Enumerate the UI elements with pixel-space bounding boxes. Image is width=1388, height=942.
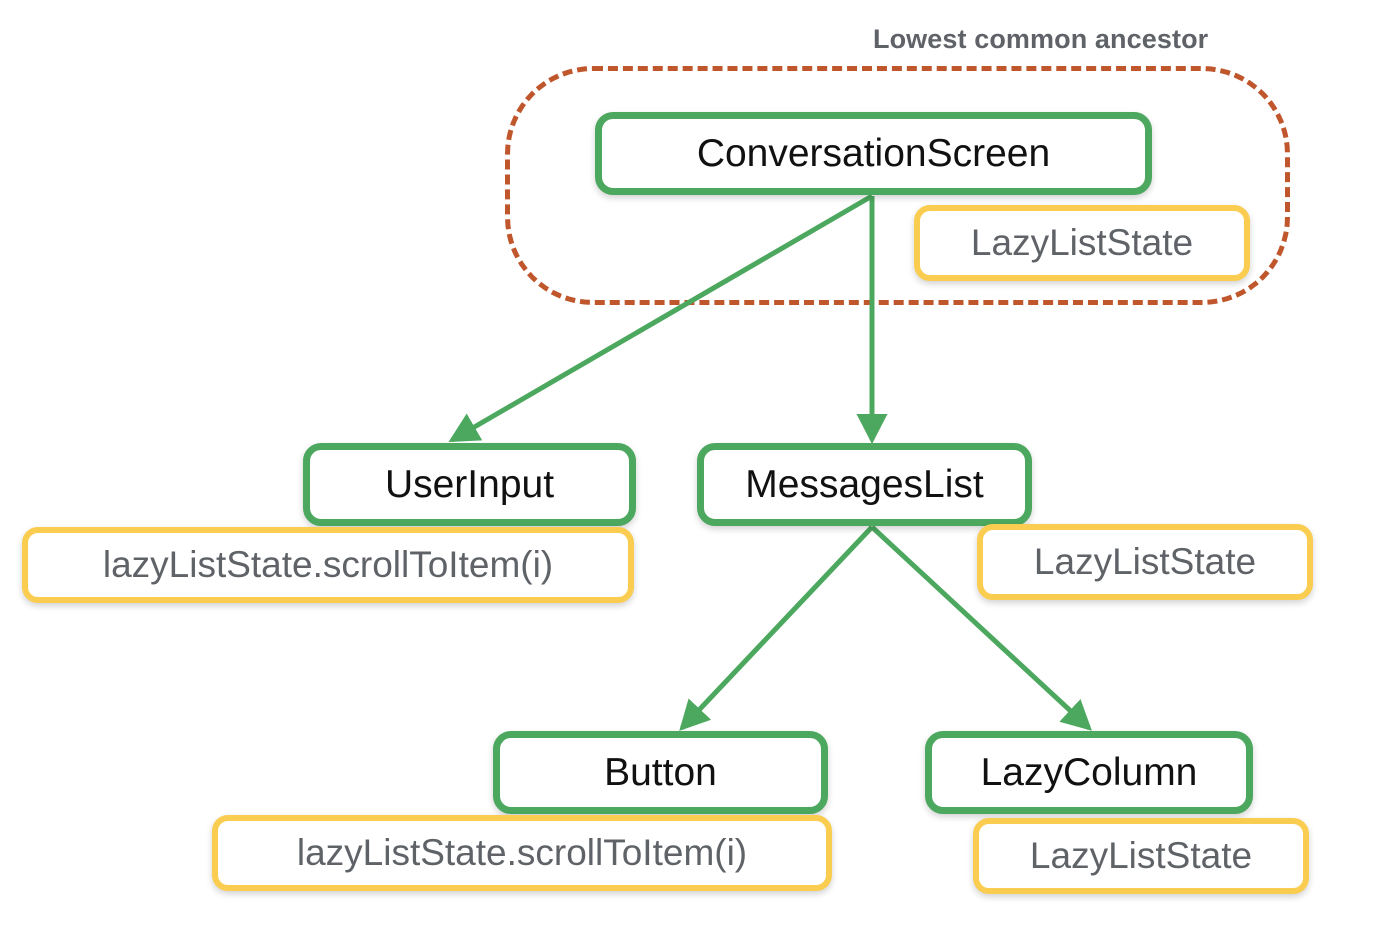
lowest-common-ancestor-region bbox=[505, 66, 1290, 305]
badge-lazy-column-state[interactable]: LazyListState bbox=[973, 818, 1309, 894]
node-lazy-column[interactable]: LazyColumn bbox=[925, 731, 1253, 814]
lowest-common-ancestor-label: Lowest common ancestor bbox=[873, 24, 1209, 54]
state-badge-label: lazyListState.scrollToItem(i) bbox=[296, 832, 748, 873]
node-user-input[interactable]: UserInput bbox=[303, 443, 636, 526]
node-conversation-screen[interactable]: ConversationScreen bbox=[595, 112, 1152, 195]
state-badge-label: LazyListState bbox=[970, 222, 1194, 263]
edge-messageslist-to-button bbox=[679, 525, 874, 731]
node-label: UserInput bbox=[384, 462, 555, 506]
node-messages-list[interactable]: MessagesList bbox=[697, 443, 1032, 526]
state-badge-label: LazyListState bbox=[1033, 541, 1257, 582]
badge-button-call[interactable]: lazyListState.scrollToItem(i) bbox=[212, 815, 832, 891]
node-label: MessagesList bbox=[745, 462, 984, 506]
node-label: LazyColumn bbox=[980, 750, 1198, 794]
badge-conversation-screen-state[interactable]: LazyListState bbox=[914, 205, 1250, 281]
badge-messages-list-state[interactable]: LazyListState bbox=[977, 524, 1313, 600]
node-label: ConversationScreen bbox=[696, 131, 1051, 175]
node-button[interactable]: Button bbox=[493, 731, 828, 814]
state-badge-label: lazyListState.scrollToItem(i) bbox=[102, 544, 554, 585]
badge-user-input-call[interactable]: lazyListState.scrollToItem(i) bbox=[22, 527, 634, 603]
node-label: Button bbox=[604, 750, 717, 794]
state-badge-label: LazyListState bbox=[1029, 835, 1253, 876]
